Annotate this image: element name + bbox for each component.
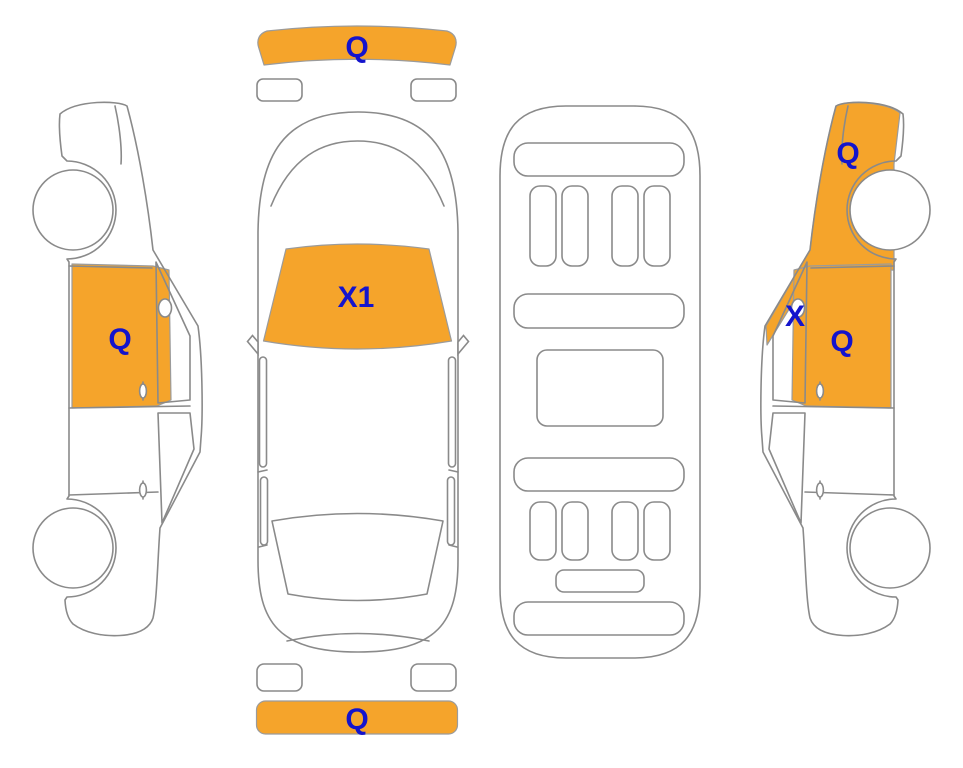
underbody-view [499,105,701,659]
underbody-rail [561,185,589,267]
rear-left-lamp [256,663,303,692]
underbody-fuel-tank [536,349,664,427]
underbody-rail [529,501,557,561]
windshield-damage-area[interactable] [262,243,453,350]
damage-label-front-bumper: Q [345,31,368,64]
left-rear-side-window [259,476,269,546]
underbody-rail [611,185,639,267]
left-mirror [246,334,259,357]
right-rear-side-window [446,476,456,546]
damage-label-rear-bumper: Q [345,703,368,736]
damage-label-right-pillar: X [785,300,805,333]
underbody-front-crossmember [513,142,685,177]
front-right-lamp [410,78,457,102]
hood-line [270,140,445,207]
damage-labels: Q Q X1 Q Q X Q [108,31,859,736]
top-view [246,25,470,735]
damage-label-windshield: X1 [338,281,375,314]
underbody-center-member [555,569,645,593]
rear-window-outline [271,512,444,602]
top-rear-bumper-damage-area[interactable] [255,700,459,735]
damage-label-left-door: Q [108,323,131,356]
underbody-tail-crossmember [513,601,685,636]
underbody-rail [561,501,589,561]
underbody-mid-crossmember [513,293,685,329]
front-left-lamp [256,78,303,102]
underbody-rail [529,185,557,267]
right-front-side-window [447,356,457,468]
underbody-rail [611,501,639,561]
trunk-line [286,632,430,642]
door-seam-ticks [257,469,459,548]
damage-label-right-door: Q [830,325,853,358]
right-mirror [457,334,470,357]
underbody-rear-crossmember [513,457,685,492]
damage-label-right-fender: Q [836,137,859,170]
car-top-silhouette [257,111,459,653]
top-front-bumper-damage-area[interactable] [257,25,457,66]
underbody-rail [643,501,671,561]
underbody-rail [643,185,671,267]
right-side-view [761,102,931,635]
left-front-side-window [258,356,268,468]
rear-right-lamp [410,663,457,692]
